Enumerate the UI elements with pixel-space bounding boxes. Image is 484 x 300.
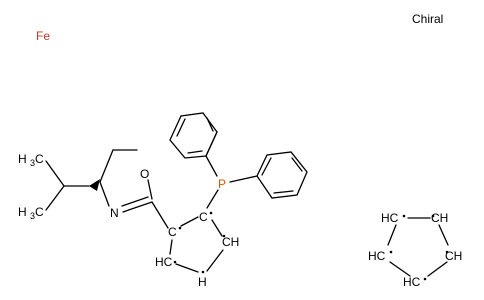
radical-dot [201, 270, 205, 274]
stereo-wedge [89, 179, 100, 191]
bond-c4-n [99, 181, 110, 207]
cp2-hc-bottom-label: HC [403, 275, 421, 289]
cp1-bond-3 [206, 249, 224, 272]
bond-p-ph1 [205, 155, 218, 177]
cp2-hc-left-label: HC [368, 249, 386, 263]
radical-dot [209, 211, 213, 215]
phenyl-ring-2 [229, 151, 308, 199]
bond-p-ph2 [229, 175, 258, 183]
cp2-bond-5 [387, 224, 397, 246]
radical-dot [173, 260, 177, 264]
bond-n-c2-double [121, 196, 149, 207]
nitrogen-label: N [110, 206, 119, 220]
phenyl-2-hexagon [256, 151, 308, 199]
cp1-bond-5 [169, 239, 173, 255]
cp1-bond-1 [180, 216, 199, 227]
cp1-bond-2 [211, 219, 223, 237]
phenyl-1-double-a [187, 150, 203, 154]
cp2-hc-top-left-label: HC [381, 211, 399, 225]
radical-dot [178, 226, 182, 230]
cp-ring-free: HC CH HC CH HC [368, 211, 462, 289]
bond-ch3-top [45, 160, 65, 187]
phenyl-2-double-a [261, 157, 272, 176]
oxygen-label: O [140, 167, 149, 181]
cp1-bond-4 [175, 263, 199, 273]
cp2-ch-right-label: CH [445, 249, 462, 263]
radical-dot [222, 234, 226, 238]
cp-ring-substituted: C C CH HC H [155, 210, 239, 289]
radical-dot [389, 250, 393, 254]
cp1-c-p-label: C [199, 210, 208, 224]
methyl-top-label: H 3C [18, 152, 44, 168]
phenyl-2-double-c [273, 190, 294, 194]
iron-label: Fe [36, 29, 50, 43]
bond-o-c2 [147, 179, 153, 200]
radical-dot [402, 214, 406, 218]
phenyl-1-double-c [206, 117, 214, 132]
cp1-ch-right-label: CH [222, 235, 239, 249]
cp2-bond-2 [438, 224, 449, 246]
cp2-bond-3 [427, 261, 448, 277]
phenyl-1-close [205, 131, 218, 157]
bond-cp-p [206, 189, 219, 209]
phenyl-ring-1 [169, 112, 218, 177]
bond-ch3-bottom [45, 185, 65, 211]
cp2-bond-4 [389, 261, 411, 277]
phosphorus-label: P [218, 177, 226, 191]
bond-c4-c5 [99, 149, 114, 183]
cp1-hc-left-label: HC [155, 255, 173, 269]
phenyl-2-double-b [291, 157, 303, 172]
cp2-ch-top-right-label: CH [431, 211, 448, 225]
cp1-h-bottom-label: H [198, 275, 207, 289]
radical-dot [445, 250, 449, 254]
bond-c2-cp [151, 201, 169, 229]
chiral-label: Chiral [412, 12, 443, 26]
phenyl-1-double-b [176, 118, 186, 137]
bond-n-c2 [122, 201, 153, 213]
methyl-bottom-label: H 3C [18, 205, 44, 221]
cp1-c-attach-label: C [168, 225, 177, 239]
radical-dot [431, 214, 435, 218]
oxazoline-ring: O N [99, 149, 153, 220]
isopropyl-group: H 3C H 3C [18, 152, 100, 221]
radical-dot [423, 277, 427, 281]
